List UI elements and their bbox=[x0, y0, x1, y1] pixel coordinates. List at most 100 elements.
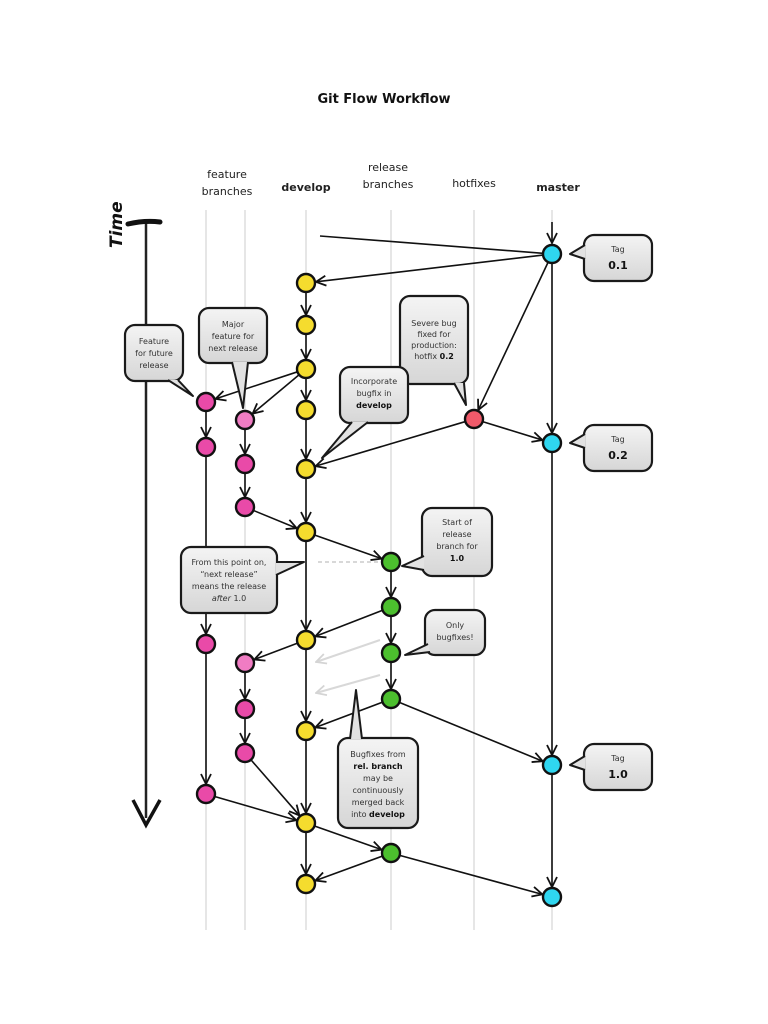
header-line: branches bbox=[362, 178, 414, 191]
bubble-text-span: develop bbox=[369, 810, 405, 819]
commit-node-feature2 bbox=[234, 409, 256, 431]
bubble-box bbox=[582, 233, 654, 283]
bubble-tail bbox=[321, 421, 369, 459]
tag-bubble-1.0: Tag 1.0 bbox=[569, 742, 654, 792]
header-line: branches bbox=[201, 185, 253, 198]
commit-node-feature1 bbox=[195, 436, 217, 458]
bubble-text: Start of bbox=[442, 518, 472, 527]
bubble-text: feature for bbox=[212, 332, 255, 341]
commit-node-develop bbox=[295, 812, 317, 834]
commit-node-release bbox=[380, 842, 402, 864]
bubble-text-span: develop bbox=[356, 401, 392, 410]
bubble-text-span: 1.0 bbox=[450, 554, 465, 563]
bubble-tail bbox=[231, 361, 249, 409]
commit-node-develop bbox=[295, 629, 317, 651]
edge-r4-d8 bbox=[315, 701, 383, 727]
bubble-text-span: into bbox=[351, 810, 369, 819]
bubble-text: Bugfixes from bbox=[350, 750, 406, 759]
bubble-text: bugfixes! bbox=[436, 633, 473, 642]
bubble-text: Severe bug bbox=[411, 319, 456, 328]
bubble-text: production: bbox=[411, 341, 457, 350]
commit-node-feature2 bbox=[234, 698, 256, 720]
edge-f2f-d9 bbox=[250, 759, 300, 816]
bubble-text: branch for bbox=[436, 542, 478, 551]
commit-node-feature1 bbox=[195, 391, 217, 413]
bubble-text: for future bbox=[135, 349, 173, 358]
bubble-text: release bbox=[139, 361, 168, 370]
commit-node-release bbox=[380, 642, 402, 664]
column-header-release-branches: release branches bbox=[343, 159, 433, 193]
commit-edges bbox=[206, 222, 552, 894]
commit-node-develop bbox=[295, 521, 317, 543]
tag-label: Tag bbox=[610, 754, 625, 763]
bubble-text: may be bbox=[363, 774, 393, 783]
bubble-text: release bbox=[442, 530, 471, 539]
edge-d3-f1a bbox=[215, 371, 298, 399]
column-header-hotfixes: hotfixes bbox=[429, 175, 519, 192]
time-axis-arrowhead-icon bbox=[131, 799, 162, 829]
header-line: feature bbox=[207, 168, 247, 181]
bubble-text: hotfix 0.2 bbox=[414, 352, 454, 361]
tag-version: 0.1 bbox=[608, 259, 628, 272]
commit-node-release bbox=[380, 688, 402, 710]
bubble-tail bbox=[167, 379, 194, 397]
commit-node-develop bbox=[295, 272, 317, 294]
bubble-box bbox=[336, 736, 420, 830]
commit-node-release bbox=[380, 551, 402, 573]
bubble-text: Major bbox=[222, 320, 245, 329]
bubble-text: “next release” bbox=[200, 570, 257, 579]
bubble-tail bbox=[401, 555, 425, 571]
bubble-text: develop bbox=[356, 401, 392, 410]
edge-m1-d1 bbox=[316, 254, 544, 282]
bubble-text: next release bbox=[208, 344, 258, 353]
commit-node-develop bbox=[295, 399, 317, 421]
bubble-box bbox=[398, 294, 470, 386]
bubble-text: continuously bbox=[353, 786, 404, 795]
commit-node-feature2 bbox=[234, 652, 256, 674]
commit-node-master bbox=[541, 432, 563, 454]
tag-version: 1.0 bbox=[608, 768, 628, 781]
bubble-text: Only bbox=[446, 621, 465, 630]
edge-f2c-d6 bbox=[253, 509, 296, 528]
commit-node-master bbox=[541, 754, 563, 776]
callout-from-this-point: From this point on,“next release”means t… bbox=[179, 545, 305, 615]
bubble-box bbox=[123, 323, 185, 383]
commit-node-develop bbox=[295, 873, 317, 895]
edge-m1-h1 bbox=[478, 261, 549, 410]
tag-label: Tag bbox=[610, 435, 625, 444]
bubble-tail bbox=[453, 382, 467, 406]
commit-nodes bbox=[195, 243, 563, 908]
commit-node-master bbox=[541, 886, 563, 908]
diagram-title: Git Flow Workflow bbox=[317, 92, 451, 107]
header-line: master bbox=[536, 181, 580, 194]
callout-start-release: Start of release branch for 1.0 bbox=[401, 506, 494, 578]
header-line: develop bbox=[281, 181, 331, 194]
bubble-text-span: after bbox=[212, 594, 232, 603]
edge-d7-f2d bbox=[254, 642, 298, 659]
edge-r4-m3 bbox=[399, 701, 542, 761]
edge-h1-d5 bbox=[316, 420, 466, 467]
bubble-tail bbox=[569, 755, 586, 771]
header-line: release bbox=[367, 161, 409, 174]
bubble-tail bbox=[349, 689, 363, 740]
edge-d6-r1 bbox=[314, 534, 381, 559]
bubble-tail bbox=[404, 643, 431, 656]
commit-node-feature1 bbox=[195, 783, 217, 805]
bubble-text-span: hotfix bbox=[414, 352, 439, 361]
bubble-text-span: 0.2 bbox=[440, 352, 454, 361]
callout-major-feature: Major feature for next release bbox=[197, 306, 269, 409]
edge-h1-m2 bbox=[482, 420, 543, 440]
time-axis-top-cap bbox=[125, 218, 163, 227]
bubble-text: after 1.0 bbox=[212, 594, 246, 603]
header-line: hotfixes bbox=[452, 177, 496, 190]
edge-d3-f2a bbox=[253, 374, 300, 414]
bubble-text: Incorporate bbox=[351, 377, 397, 386]
commit-node-develop bbox=[295, 358, 317, 380]
bubble-text: rel. branch bbox=[353, 762, 402, 771]
bubble-box bbox=[179, 545, 279, 615]
commit-node-feature1 bbox=[195, 633, 217, 655]
